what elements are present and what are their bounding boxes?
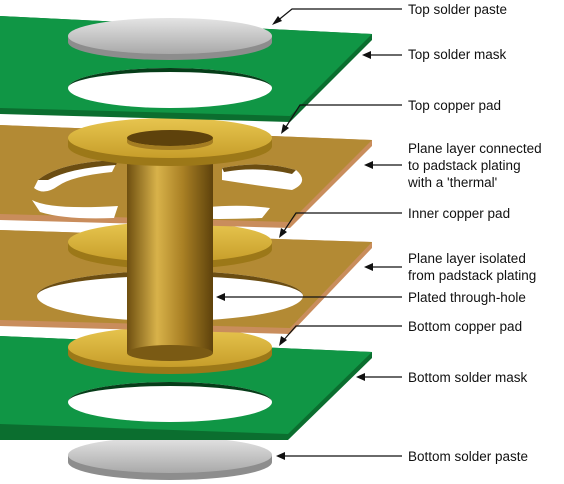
label-bottom-solder-mask: Bottom solder mask <box>408 370 528 385</box>
label-plane-isolated-line-2: from padstack plating <box>408 268 537 283</box>
label-plane-isolated-line-1: Plane layer isolated <box>408 251 526 266</box>
leader-lines <box>222 8 402 457</box>
label-plane-connected-line-1: Plane layer connected <box>408 141 542 156</box>
label-bottom-copper-pad: Bottom copper pad <box>408 319 523 334</box>
leader-arrowheads <box>216 16 373 460</box>
label-inner-copper-pad: Inner copper pad <box>408 206 511 221</box>
label-plane-connected-line-2: to padstack plating <box>408 158 521 173</box>
label-bottom-solder-paste: Bottom solder paste <box>408 449 529 464</box>
label-plane-isolated: Plane layer isolated from padstack plati… <box>408 250 536 284</box>
label-plated-through-hole: Plated through-hole <box>408 290 526 305</box>
top-solder-paste-shape <box>68 18 272 60</box>
label-top-copper-pad: Top copper pad <box>408 98 502 113</box>
top-copper-pad-shape <box>68 118 272 166</box>
label-top-solder-mask: Top solder mask <box>408 47 507 62</box>
plated-through-hole-shape <box>127 138 213 361</box>
label-plane-connected: Plane layer connected to padstack platin… <box>408 140 542 191</box>
bottom-solder-paste-shape <box>68 437 272 480</box>
label-plane-connected-line-3: with a 'thermal' <box>408 175 498 190</box>
label-top-solder-paste: Top solder paste <box>408 2 508 17</box>
